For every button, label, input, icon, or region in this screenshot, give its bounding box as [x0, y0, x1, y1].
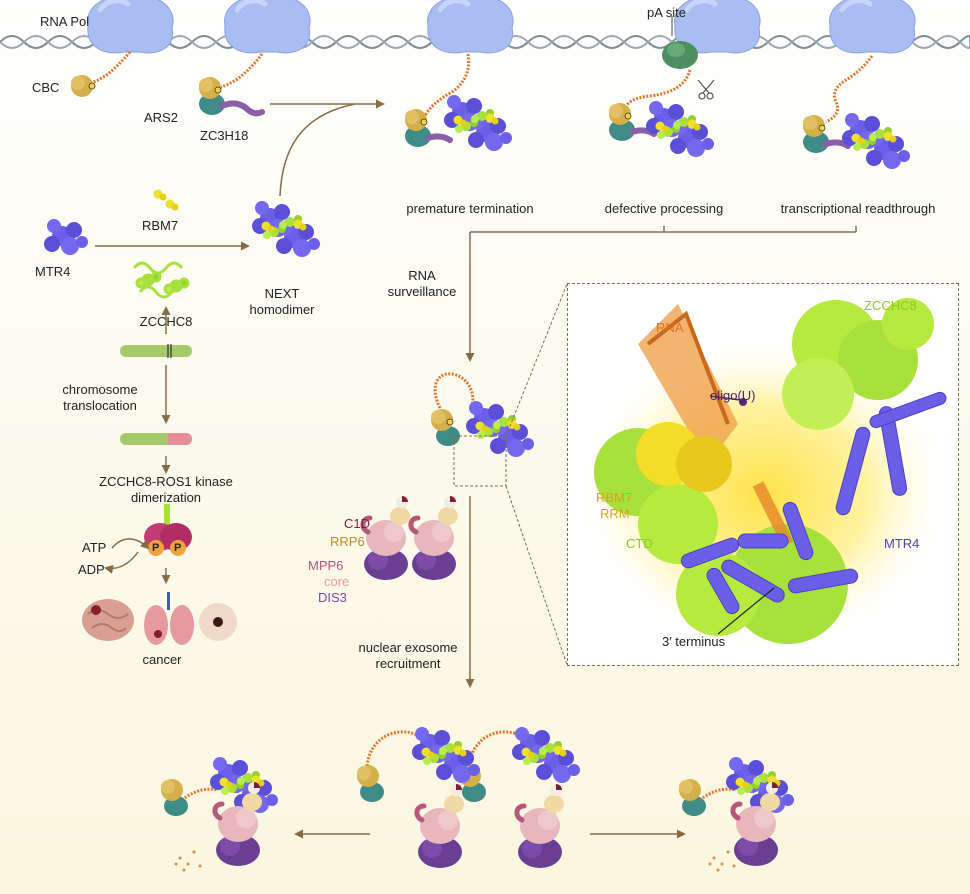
core-label: core — [324, 574, 350, 589]
zcchc8-label: ZCCHC8 — [139, 314, 193, 329]
fusion-label-line2: dimerization — [130, 490, 202, 505]
recruitment-label-line2: recruitment — [375, 656, 441, 671]
rna-polymerase — [88, 0, 173, 53]
terminus-pointer — [717, 587, 775, 635]
rna-polymerase — [225, 0, 310, 53]
rna-polymerase — [830, 0, 915, 53]
terminus-label: 3′ terminus — [662, 634, 726, 649]
next-label-line2: homodimer — [249, 302, 315, 317]
lung-icon — [144, 592, 194, 645]
chromosome-normal — [120, 344, 192, 358]
premature-termination-complex — [405, 53, 512, 151]
rna-pol-label: RNA Pol — [40, 14, 90, 29]
scissors-icon — [697, 79, 715, 100]
structure-inset-panel: RNA ZCCHC8 oligo(U) RBM7 RRM CTD MTR4 3′… — [567, 283, 959, 666]
mtr4-panel-label: MTR4 — [884, 536, 920, 551]
chromosome-label-line1: chromosome — [62, 382, 138, 397]
nascent-rna-cbc — [71, 51, 132, 97]
surveillance-label-line2: surveillance — [387, 284, 457, 299]
oligo-u-marker — [739, 398, 747, 406]
cbc-label: CBC — [32, 80, 60, 95]
premature-termination-label: premature termination — [406, 201, 534, 216]
zcchc8-panel-label: ZCCHC8 — [864, 298, 917, 313]
zcchc8-protein — [132, 261, 190, 299]
bottom-left-degradation-complex — [161, 757, 278, 872]
phospho-label-left: P — [152, 542, 160, 554]
pa-site-factor — [662, 16, 698, 69]
flow-arrows — [95, 99, 857, 839]
pa-site-label: pA site — [647, 5, 687, 20]
rbm7-label: RBM7 — [142, 218, 179, 233]
cancer-label: cancer — [142, 652, 182, 667]
rna-label: RNA — [656, 320, 684, 335]
zc3h18-label: ZC3H18 — [200, 128, 249, 143]
brain-icon — [82, 599, 134, 641]
bottom-right-degradation-complex — [679, 757, 794, 872]
chromosome-fusion — [120, 433, 192, 445]
transcriptional-readthrough-label: transcriptional readthrough — [780, 201, 936, 216]
bottom-center-dimer-complex — [357, 727, 580, 868]
structure-artwork — [574, 298, 954, 654]
mtr4-label: MTR4 — [35, 264, 71, 279]
zcchc8-surface — [594, 298, 934, 644]
ars2-label: ARS2 — [144, 110, 178, 125]
recruitment-label-line1: nuclear exosome — [358, 640, 458, 655]
cell-icon — [199, 603, 237, 641]
chromosome-label-line2: translocation — [63, 398, 137, 413]
mpp6-label: MPP6 — [308, 558, 344, 573]
adp-label: ADP — [78, 562, 105, 577]
ros1-kinase-dimer — [144, 504, 192, 556]
rrm-panel-label: RRM — [600, 506, 630, 521]
readthrough-complex — [803, 55, 910, 169]
fusion-label-line1: ZCCHC8-ROS1 kinase — [99, 474, 233, 489]
rrp6-label: RRP6 — [330, 534, 365, 549]
next-label-line1: NEXT — [264, 286, 300, 301]
surveillance-label-line1: RNA — [408, 268, 436, 283]
atp-adp-cycle — [104, 538, 150, 574]
nuclear-exosome — [363, 496, 410, 580]
defective-processing-complex — [609, 69, 714, 157]
c1d-label: C1D — [344, 516, 371, 531]
dis3-label: DIS3 — [318, 590, 347, 605]
rbm7-rrm-surface — [636, 422, 732, 492]
rbm7-panel-label: RBM7 — [596, 490, 633, 505]
atp-label: ATP — [82, 540, 107, 555]
defective-processing-label: defective processing — [604, 201, 724, 216]
rbm7-protein — [153, 189, 179, 211]
cbc-ars2-zc3h18-complex — [199, 53, 265, 117]
rna-polymerase — [428, 0, 513, 53]
oligo-u-label: oligo(U) — [710, 388, 756, 403]
nuclear-exosome — [411, 496, 458, 580]
surveillance-complex — [431, 283, 568, 666]
mtr4-cartoon — [680, 391, 947, 615]
mtr4-protein — [44, 219, 88, 255]
ctd-label: CTD — [626, 536, 653, 551]
next-homodimer — [252, 201, 320, 257]
oligo-u-pointer — [709, 395, 741, 401]
phospho-label-right: P — [174, 542, 182, 554]
